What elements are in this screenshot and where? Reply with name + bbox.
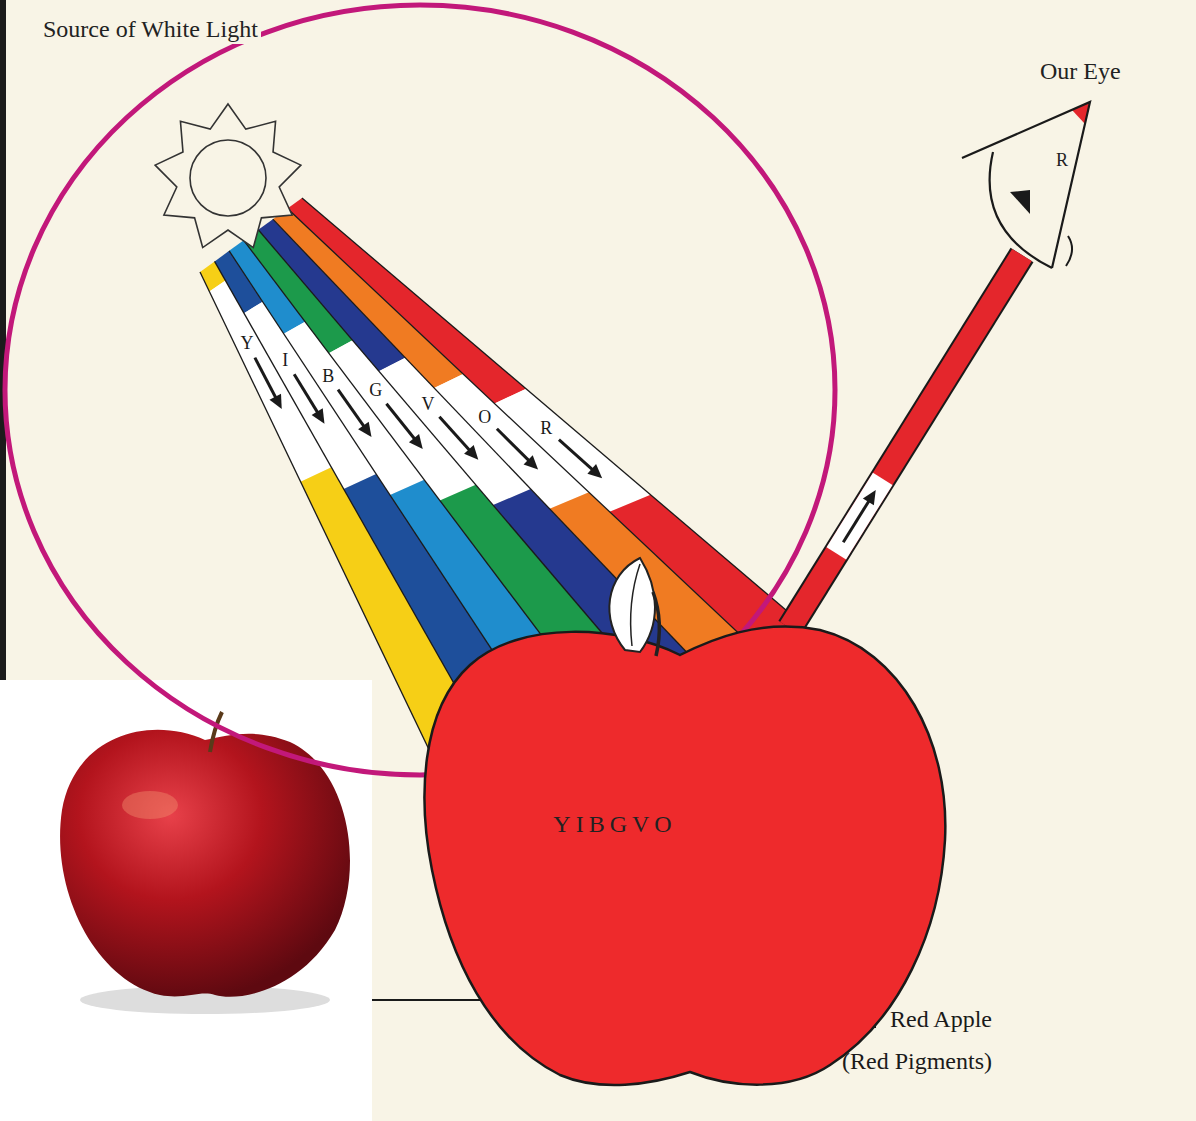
photo-stem [210,712,222,752]
apple-stem [653,592,659,656]
color-letter: R [540,419,552,437]
sun-shape [30,8,330,298]
ray-arrowhead [312,408,325,423]
ray-arrow [294,374,319,415]
reflected-ray [790,255,1022,628]
color-letter: V [421,395,434,413]
color-letter: I [282,351,288,369]
photo-frame [0,680,372,1121]
pupil-mark [1010,190,1030,214]
ray-arrowhead [409,434,423,449]
eye-label: Our Eye [1040,58,1121,86]
band-border [273,219,729,697]
source-label: Source of White Light [40,16,261,44]
apple-body [425,627,946,1086]
color-letter: B [322,367,334,385]
ray-arrow [497,429,531,463]
sun-disc [190,140,266,216]
color-letter: Y [240,334,253,352]
eye-outline [962,102,1090,268]
ray-arrow [386,404,416,441]
receptor-letter: R [1056,150,1068,171]
photo-highlight [122,791,178,819]
color-band [495,389,651,512]
ray-arrow [338,390,366,429]
sun-rays [155,104,301,248]
leaf-vein [631,564,640,646]
photo-apple [60,730,350,997]
absorbed-colors: YIBGVO [553,811,676,839]
ray-arrowhead [524,455,539,469]
ray-arrow [255,358,277,401]
cornea-line [990,152,1052,268]
lens-mark [1066,236,1072,266]
callout-label: Red Apple (Red Pigments) [840,998,992,1082]
ray-band [790,255,1022,628]
light-source: Source of White Light [30,8,330,298]
ray-arrowhead [269,394,281,409]
ray-arrowhead [863,490,876,505]
apple-leaf [609,558,655,652]
ray-arrowhead [587,464,602,478]
apple-node: YIBGVO [425,628,950,1095]
ray-arrowhead [358,422,371,437]
band-border [302,198,840,656]
ray-gap [836,479,882,554]
band-border [287,209,784,677]
apple-shape [425,628,950,1095]
ray-outline [790,255,1022,628]
ray-arrow [439,417,471,453]
color-band [287,198,526,403]
ray-arrowhead [464,445,478,460]
edge-strip [0,0,6,690]
band-border [200,272,453,799]
eye-node: Our EyeR [955,55,1165,255]
color-letter: O [478,408,491,426]
ray-arrow [843,498,870,542]
color-letter: G [369,381,382,399]
ray-arrow [559,440,595,472]
